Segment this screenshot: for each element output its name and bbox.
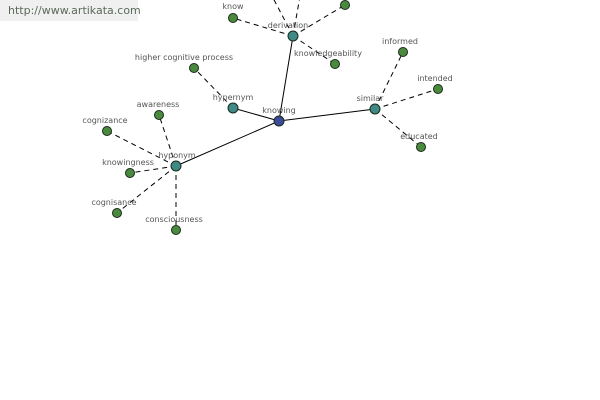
node-label-know: know [222,2,244,11]
node-label-consciousness: consciousness [145,215,203,224]
node-label-awareness: awareness [137,100,180,109]
node-knowingness[interactable] [125,168,135,178]
source-url: http://www.artikata.com [8,4,141,17]
node-hyponym[interactable] [170,160,182,172]
edge-knowing-derivation [278,35,294,122]
edge-similar-educated [374,108,422,148]
node-higher-cognitive-process[interactable] [189,63,199,73]
node-label-derivation: derivation [268,21,308,30]
node-similar[interactable] [369,103,381,115]
node-label-informed: informed [382,37,418,46]
edge-similar-informed [374,51,404,110]
node-intended[interactable] [433,84,443,94]
node-top-leaf[interactable] [340,0,350,10]
node-know[interactable] [228,13,238,23]
node-label-intended: intended [417,74,453,83]
edge-derivation-offscreen-a [273,0,294,37]
edge-derivation-know [232,17,294,37]
node-label-hyponym: hyponym [158,151,196,160]
node-label-knowledgeability: knowledgeability [294,49,362,58]
edge-similar-intended [374,88,439,110]
node-label-knowingness: knowingness [102,158,154,167]
edge-derivation-offscreen-b [292,0,300,37]
edge-layer [106,0,439,230]
node-label-higher-cognitive-process: higher cognitive process [135,53,233,62]
edge-knowing-hypernym [232,107,280,122]
node-derivation[interactable] [287,30,299,42]
edge-knowing-similar [278,108,376,122]
edge-hyponym-cognizance [106,130,177,167]
node-informed[interactable] [398,47,408,57]
node-label-knowing: knowing [262,106,296,115]
url-banner: http://www.artikata.com [0,0,141,21]
node-knowledgeability[interactable] [330,59,340,69]
edge-derivation-top-leaf [292,4,346,37]
edge-hyponym-knowingness [129,165,177,174]
node-awareness[interactable] [154,110,164,120]
node-label-similar: similar [357,94,385,103]
edge-knowing-hyponym [175,120,280,167]
node-label-hypernym: hypernym [213,93,254,102]
node-layer [102,0,443,235]
node-cognizance[interactable] [102,126,112,136]
node-knowing[interactable] [273,115,285,127]
node-consciousness[interactable] [171,225,181,235]
node-educated[interactable] [416,142,426,152]
label-layer: knowing derivation hypernym similar hyponym k… [82,2,452,224]
node-label-cognizance: cognizance [82,116,127,125]
edge-hyponym-cognisance [116,165,177,214]
edge-hypernym-higher-cognitive-process [193,67,234,109]
node-label-cognisance: cognisance [91,198,136,207]
node-label-educated: educated [400,132,438,141]
node-hypernym[interactable] [227,102,239,114]
node-cognisance[interactable] [112,208,122,218]
